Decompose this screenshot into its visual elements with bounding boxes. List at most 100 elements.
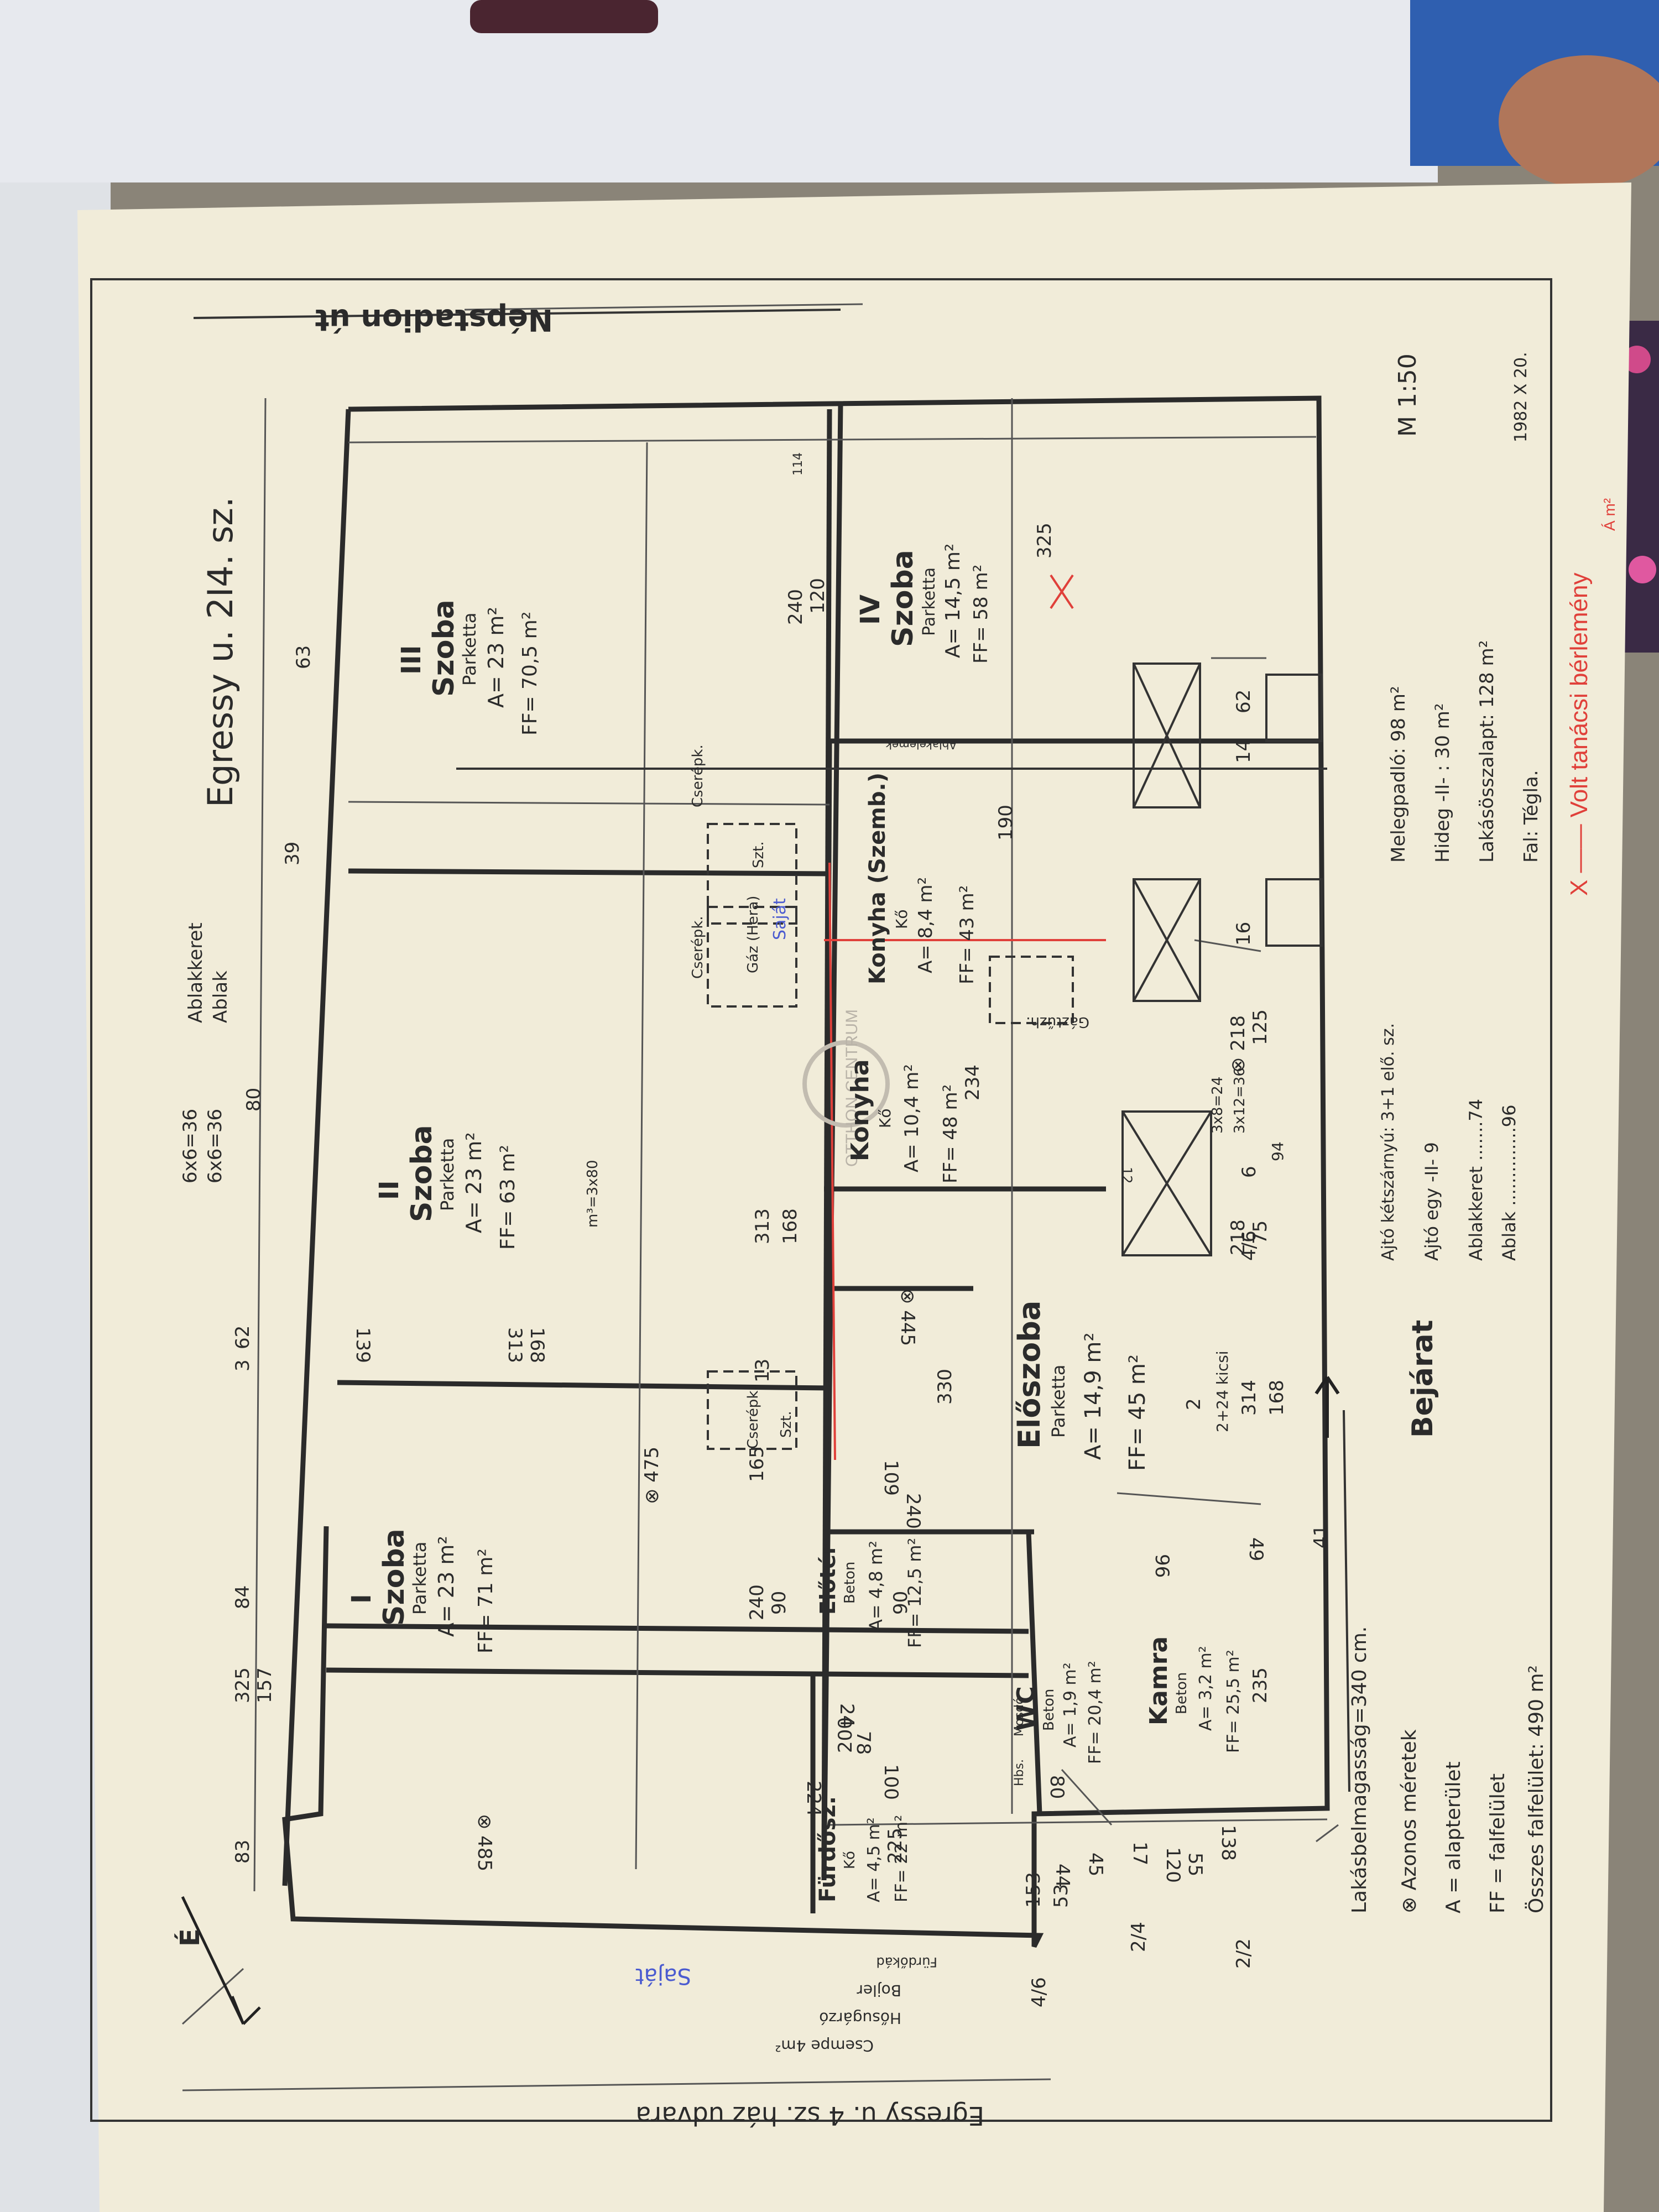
room-number: II [374,1180,405,1200]
window-frame-a: 6x6=36 [179,1109,201,1183]
street-labels: Egressy u. 2I4. sz. Népstadion út Egress… [179,302,1531,2131]
room-kamra: Kamra Beton A= 3,2 m² FF= 25,5 m² [1145,1636,1243,1753]
legend: Lakásbelmagasság=340 cm. ⊗ Azonos mérete… [1348,640,1548,1913]
street-bottom: Egressy u. 4 sz. ház udvara [635,2101,984,2131]
room-name: Előtér [816,1544,840,1615]
red-note: X —— Volt tanácsi bérlemény [1566,573,1593,896]
legend-warm-floor: Melegpadló: 98 m² [1387,686,1410,863]
room-wc: WC Beton A= 1,9 m² FF= 20,4 m² [1012,1661,1105,1764]
dim: 109 [880,1460,902,1496]
dimension-lines [181,303,1339,2091]
room-floor: Parketta [459,613,480,686]
dim: 235 [1249,1667,1271,1703]
room-area: A= 23 m² [484,607,508,708]
dim: 84 [232,1585,254,1609]
fixture: Csempe 4m² [775,2037,874,2055]
dim: 75 [1249,1220,1271,1244]
dim: ⊗ 475 [641,1447,663,1504]
room-wall-area: FF= 58 m² [970,565,992,664]
room-wall-area: FF= 48 m² [940,1084,962,1183]
street-right: Népstadion út [315,302,553,337]
fixture: Gáz (Hera) [745,896,761,973]
dim: 2/4 [1128,1922,1150,1952]
fixture: Gáztűzh. [1026,1014,1089,1030]
scale-date: 1982 X 20. [1511,352,1531,442]
dim: ⊗ 218 [1227,1015,1249,1073]
fixture: Saját [770,898,790,940]
window-label: Ablak [210,971,232,1023]
dim: 190 [995,805,1017,841]
dim: 62 [232,1326,254,1349]
room-wall-area: FF= 12,5 m² [904,1538,925,1648]
dim: 78 [852,1731,874,1755]
room-wall-area: FF= 71 m² [474,1548,497,1653]
dim: 234 [962,1065,984,1100]
fixture: Mosdó [1013,1697,1026,1736]
dim: 114 [791,452,805,476]
dim: 165 [746,1446,768,1482]
dim: 24 [836,1703,858,1727]
room-konyha: Konyha Kő A= 10,4 m² FF= 48 m² [846,1059,962,1183]
dim: 224 [802,1781,825,1817]
outer-frame [90,278,1552,2122]
room-floor: Beton [842,1562,858,1604]
legend-a-def: A = alapterület [1442,1761,1465,1913]
dim: 314 [1238,1380,1260,1416]
room-name: Fürdősz. [815,1796,841,1902]
dim: 53 [1050,1884,1072,1908]
fixture: Hősugárzó [819,2009,901,2027]
legend-wall: Fal: Tégla. [1520,770,1542,863]
room-konyha-small: Konyha (Szemb.) Kő A= 8,4 m² FF= 43 m² [865,773,978,984]
room-wall-area: FF= 43 m² [956,885,978,984]
room-name: Szoba [405,1125,439,1222]
dim: 62 [1233,690,1255,713]
room-szoba-ii: II Szoba Parketta A= 23 m² FF= 63 m² [374,1125,519,1250]
flower-decoration [1623,346,1651,373]
room-floor: Kő [893,910,911,930]
window-frame-label: Ablakkeret [185,922,207,1023]
legend-doors: Ajtó kétszárnyú: 3+1 elő. sz. [1379,1023,1398,1261]
dim: 44 [1051,1864,1073,1887]
room-floor: Beton [1173,1672,1190,1714]
dim: 94 [1269,1141,1287,1161]
dim: 63 [293,645,315,669]
dim: 3 [232,1359,254,1371]
dim: 325 [232,1667,254,1703]
room-wall-area: FF= 20,4 m² [1086,1661,1105,1764]
dim: 313 [504,1327,526,1363]
window-frame-b: 6x6=36 [204,1109,226,1183]
fixture: Saját [635,1963,691,1989]
scale-label: M 1:50 [1394,353,1422,437]
legend-cold-floor: Hideg -II- : 30 m² [1432,703,1454,863]
room-floor: Parketta [1048,1365,1069,1438]
dim: 240 [746,1584,768,1620]
legend-total-floor: Lakásösszalapt: 128 m² [1476,640,1498,863]
room-name: Konyha (Szemb.) [865,773,890,984]
dim: 16 [1233,922,1255,946]
room-area: A= 1,9 m² [1061,1662,1080,1747]
dim: 330 [934,1369,956,1405]
dim: 80 [1046,1775,1068,1799]
legend-height: Lakásbelmagasság=340 cm. [1348,1626,1371,1913]
fixture: Hbs. [1013,1759,1026,1786]
fixture: m³=3x80 [585,1160,601,1228]
room-floor: Beton [1041,1689,1057,1731]
room-area: A= 10,4 m² [901,1064,923,1172]
north-arrow [181,1896,261,2025]
dim: 2/2 [1233,1938,1255,1969]
dim: 218 [1227,1219,1249,1255]
dim: 4/6 [1238,1230,1260,1261]
dim: 168 [526,1327,548,1363]
dim: 240 [902,1493,924,1529]
legend-windows: Ablak ..............96 [1499,1104,1520,1261]
watermark: OTTHON CENTRUM [843,1009,861,1167]
dim: ⊗ 485 [473,1814,495,1871]
dim: 225 [884,1828,906,1864]
room-name: Szoba [378,1528,411,1626]
room-number: IV [855,594,886,625]
dimension-labels: 83 325 157 84 3 62 80 39 63 240 120 114 … [232,452,1332,2007]
room-number: III [396,645,427,675]
room-name: Kamra [1145,1636,1173,1725]
top-paper [0,0,1438,182]
